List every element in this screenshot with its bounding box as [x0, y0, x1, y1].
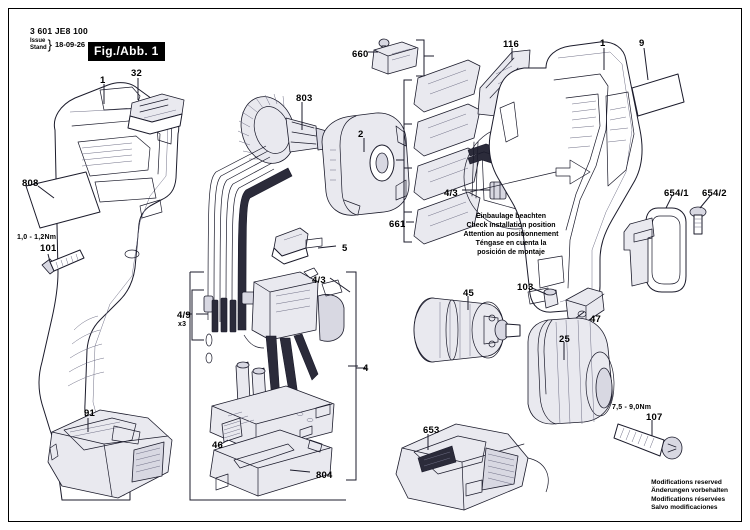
document-header: 3 601 JE8 100 Issue Stand } 18-09-26	[30, 26, 88, 51]
callout-bushing-103: 103	[517, 282, 534, 293]
callout-switch-cover: 32	[131, 68, 142, 79]
part-number: 3 601 JE8 100	[30, 26, 88, 36]
callout-harness-connectors: 4/9	[177, 310, 191, 321]
callout-screw-660: 660	[352, 49, 369, 60]
brace-glyph: }	[47, 37, 53, 52]
note-line-de: Einbaulage beachten	[475, 213, 547, 220]
note-line-en: Check installation position	[466, 222, 556, 229]
callout-bracket-group: 661	[389, 219, 406, 230]
callout-electronics-module: 4	[363, 363, 369, 374]
torque-spec-torque-107: 7,5 - 9,0Nm	[612, 404, 652, 411]
callout-housing-right: 1	[600, 38, 606, 49]
callout-brush-plate: 5	[342, 243, 348, 254]
footer-disclaimer: Modifications reserved Änderungen vorbeh…	[651, 479, 728, 512]
callout-gearbox: 45	[463, 288, 474, 299]
callout-base-plate: 804	[316, 470, 333, 481]
quantity-qty-49: x3	[178, 321, 187, 328]
callout-belt-clip: 654/1	[664, 188, 689, 199]
note-line-es-1: Téngase en cuenta la	[475, 240, 547, 247]
footer-line-es: Salvo modificaciones	[651, 503, 718, 511]
callout-nameplate-right: 9	[639, 38, 645, 49]
callout-cap-47: 47	[590, 314, 601, 325]
callout-sensor-detail: 4/3	[444, 188, 458, 199]
sheet-border	[8, 8, 742, 522]
callout-screw-107: 107	[646, 412, 663, 423]
callout-chuck: 25	[559, 334, 570, 345]
footer-line-de: Änderungen vorbehalten	[651, 487, 728, 495]
stand-label: Stand	[30, 44, 47, 51]
figure-tag: Fig./Abb. 1	[88, 42, 165, 61]
callout-vent-116: 116	[503, 39, 519, 50]
callout-nameplate-left: 808	[22, 178, 39, 189]
callout-battery-pack: 91	[84, 408, 95, 419]
document-date: 18-09-26	[55, 40, 86, 49]
issue-row: Issue Stand } 18-09-26	[30, 38, 88, 51]
callout-belt-clip-screw: 654/2	[702, 188, 727, 199]
installation-note: Einbaulage beachten Check installation p…	[440, 212, 582, 257]
callout-charger: 653	[423, 425, 440, 436]
footer-line-en: Modifications reserved	[651, 479, 722, 487]
torque-spec-torque-101: 1,0 - 1,2Nm	[17, 234, 57, 241]
callout-motor-housing: 2	[358, 129, 364, 140]
note-line-es-2: posición de montaje	[477, 249, 545, 256]
issue-stand-labels: Issue Stand	[30, 38, 47, 51]
callout-spring-46: 46	[212, 440, 223, 451]
callout-housing-left: 1	[100, 75, 106, 86]
footer-line-fr: Modifications réservées	[651, 495, 726, 503]
issue-label: Issue	[30, 38, 46, 44]
note-line-fr: Attention au positionnement	[463, 231, 559, 238]
callout-screw-101: 101	[40, 243, 57, 254]
callout-rotor: 803	[296, 93, 313, 104]
callout-switch-sensor: 4/3	[312, 275, 326, 286]
